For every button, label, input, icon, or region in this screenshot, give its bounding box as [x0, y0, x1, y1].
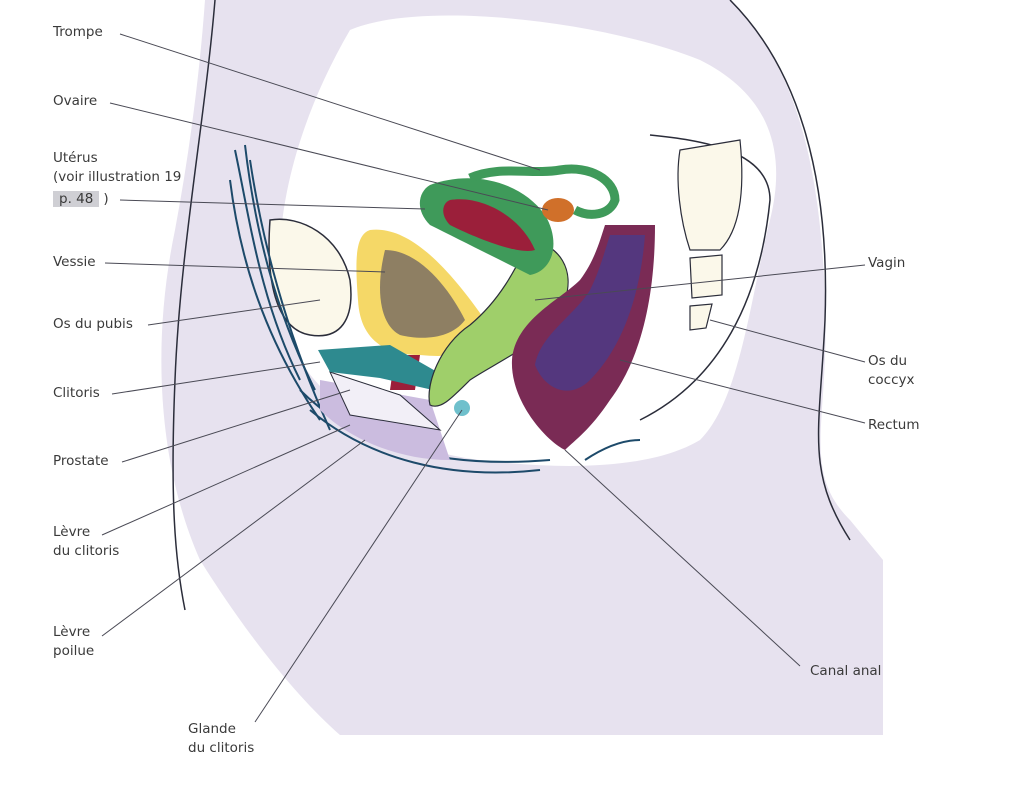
label-prostate: Prostate — [53, 453, 109, 469]
back-outline — [729, 0, 851, 541]
coccyx-outline — [639, 134, 771, 421]
bladder-inner — [380, 250, 465, 338]
label-levre-poilue-2: poilue — [53, 643, 95, 659]
coccyx-bone — [689, 303, 713, 331]
label-uterus-page-line: p. 48) — [53, 190, 109, 209]
label-coccyx-1: Os du — [868, 353, 908, 369]
label-levre-clitoris-2: du clitoris — [53, 543, 120, 559]
pubis-bone — [268, 218, 352, 337]
label-canal-anal: Canal anal — [810, 663, 882, 679]
label-glande-1: Glande — [188, 721, 236, 737]
label-vagin: Vagin — [868, 255, 906, 271]
spine-bone — [677, 139, 743, 251]
label-uterus-close: ) — [103, 191, 109, 207]
label-ovaire: Ovaire — [53, 93, 98, 109]
endometrium — [443, 199, 535, 251]
body-outline — [172, 0, 216, 611]
label-levre-clitoris-1: Lèvre — [53, 524, 91, 540]
labia-inner — [329, 371, 442, 431]
clitoris-body — [318, 345, 460, 395]
label-rectum: Rectum — [868, 417, 920, 433]
label-uterus-ref: (voir illustration 19 — [53, 169, 182, 185]
label-coccyx-2: coccyx — [868, 372, 915, 388]
spine-bone — [689, 254, 723, 299]
page-reference-badge[interactable]: p. 48 — [53, 191, 100, 207]
fallopian-tube — [468, 164, 620, 219]
label-levre-poilue-1: Lèvre — [53, 624, 91, 640]
clitoris-glans — [454, 400, 470, 416]
label-glande-2: du clitoris — [188, 740, 255, 756]
leader-lines — [101, 33, 866, 723]
label-clitoris: Clitoris — [53, 385, 100, 401]
label-os-pubis: Os du pubis — [53, 316, 133, 332]
label-trompe: Trompe — [53, 24, 103, 40]
rectum-lining — [535, 235, 645, 391]
label-vessie: Vessie — [53, 254, 96, 270]
ovary — [542, 198, 574, 222]
label-uterus: Utérus — [53, 150, 98, 166]
